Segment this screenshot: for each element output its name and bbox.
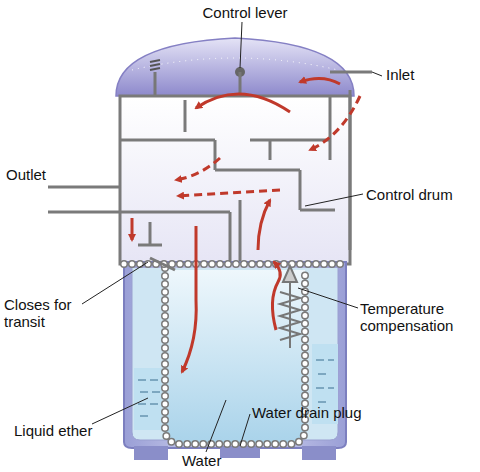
flow-arrows <box>132 78 360 372</box>
vaporizer-body <box>48 72 372 264</box>
part-label: Water drain plug <box>252 404 392 421</box>
part-label: Closes for transit <box>4 296 92 330</box>
part-label: Control lever <box>180 4 310 21</box>
part-label: Temperature compensation <box>360 300 478 334</box>
part-label: Control drum <box>366 186 476 203</box>
part-label: Liquid ether <box>14 422 124 439</box>
bellows <box>280 266 300 348</box>
part-label: Outlet <box>6 166 66 183</box>
part-label: Inlet <box>386 66 466 83</box>
leader-lines <box>82 22 382 452</box>
control-dial <box>116 38 354 96</box>
part-label: Water <box>182 452 242 469</box>
water-jacket <box>124 258 346 460</box>
